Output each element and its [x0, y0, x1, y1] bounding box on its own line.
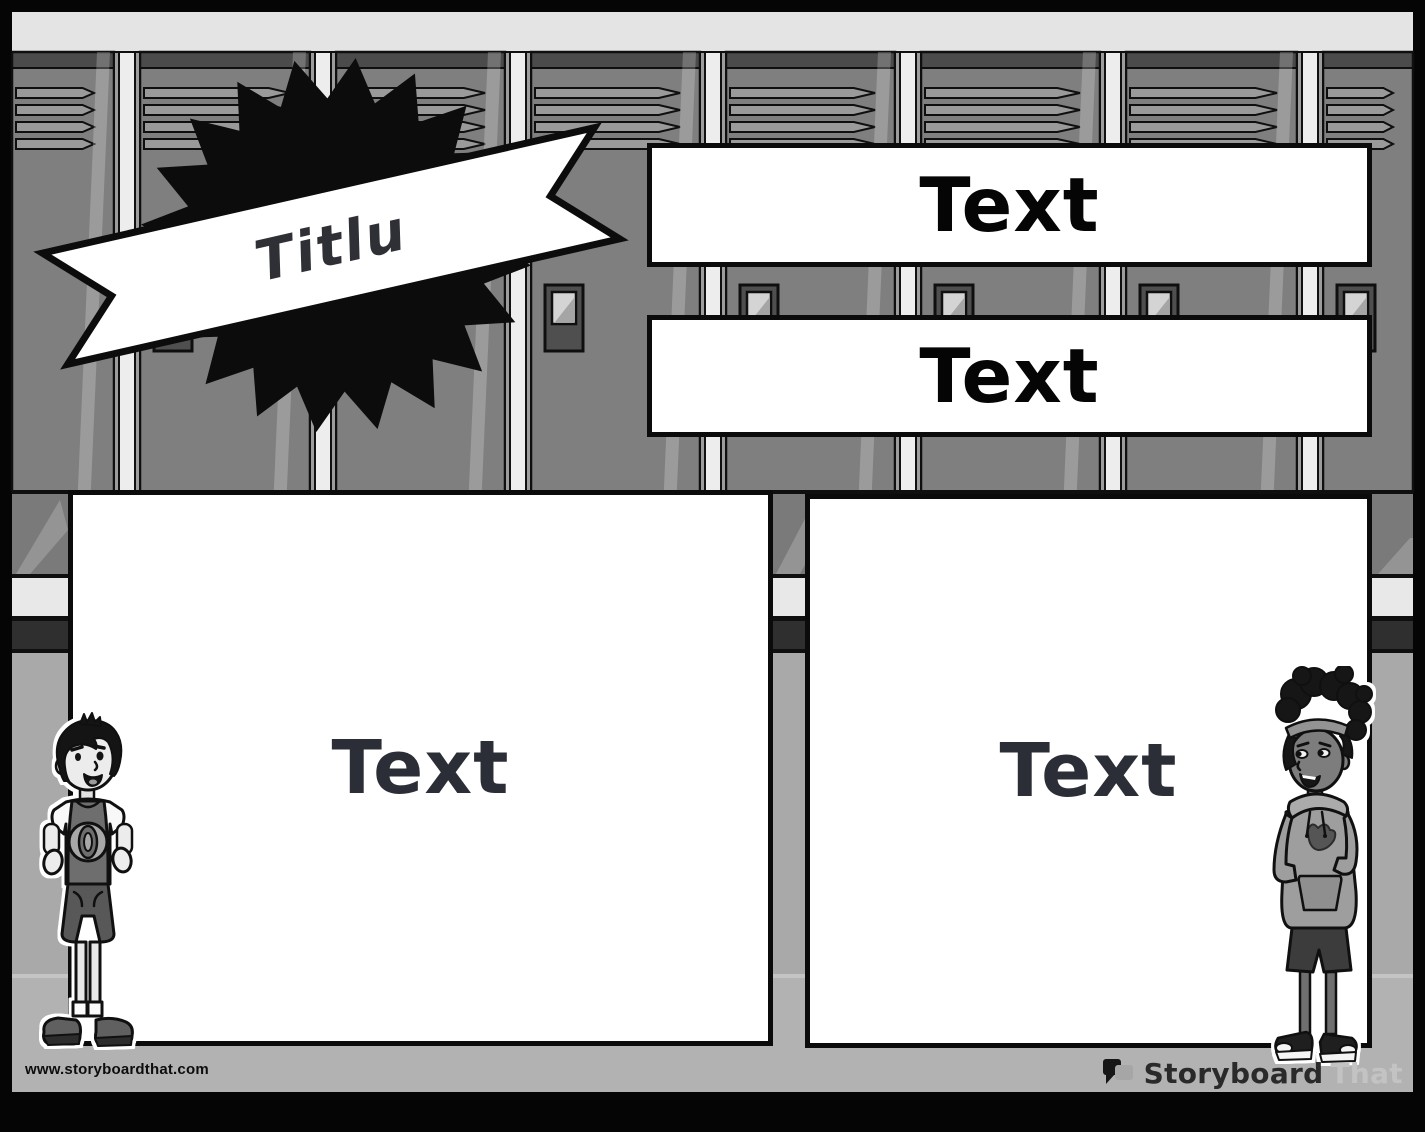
logo-text-secondary: That — [1330, 1056, 1403, 1090]
top-wall-band — [12, 12, 1413, 52]
content-box-left-label: Text — [331, 725, 510, 811]
logo-text-primary: Storyboard — [1143, 1056, 1324, 1090]
text-bar-2[interactable]: Text — [647, 315, 1372, 437]
watermark-url: www.storyboardthat.com — [25, 1061, 209, 1078]
speech-bubbles-icon — [1102, 1059, 1133, 1084]
girl-character-illustration — [1272, 666, 1373, 1063]
content-box-right-label: Text — [999, 728, 1178, 814]
content-box-left[interactable]: Text — [68, 490, 773, 1046]
text-bar-1[interactable]: Text — [647, 143, 1372, 267]
locker-top-strips — [11, 51, 1414, 69]
text-bar-2-label: Text — [919, 332, 1100, 420]
title-text[interactable]: Titlu — [249, 197, 413, 295]
content-box-right[interactable]: Text — [805, 494, 1372, 1048]
locker-vents — [16, 88, 1393, 149]
boy-character-illustration — [42, 712, 134, 1047]
text-bar-1-label: Text — [919, 161, 1100, 249]
